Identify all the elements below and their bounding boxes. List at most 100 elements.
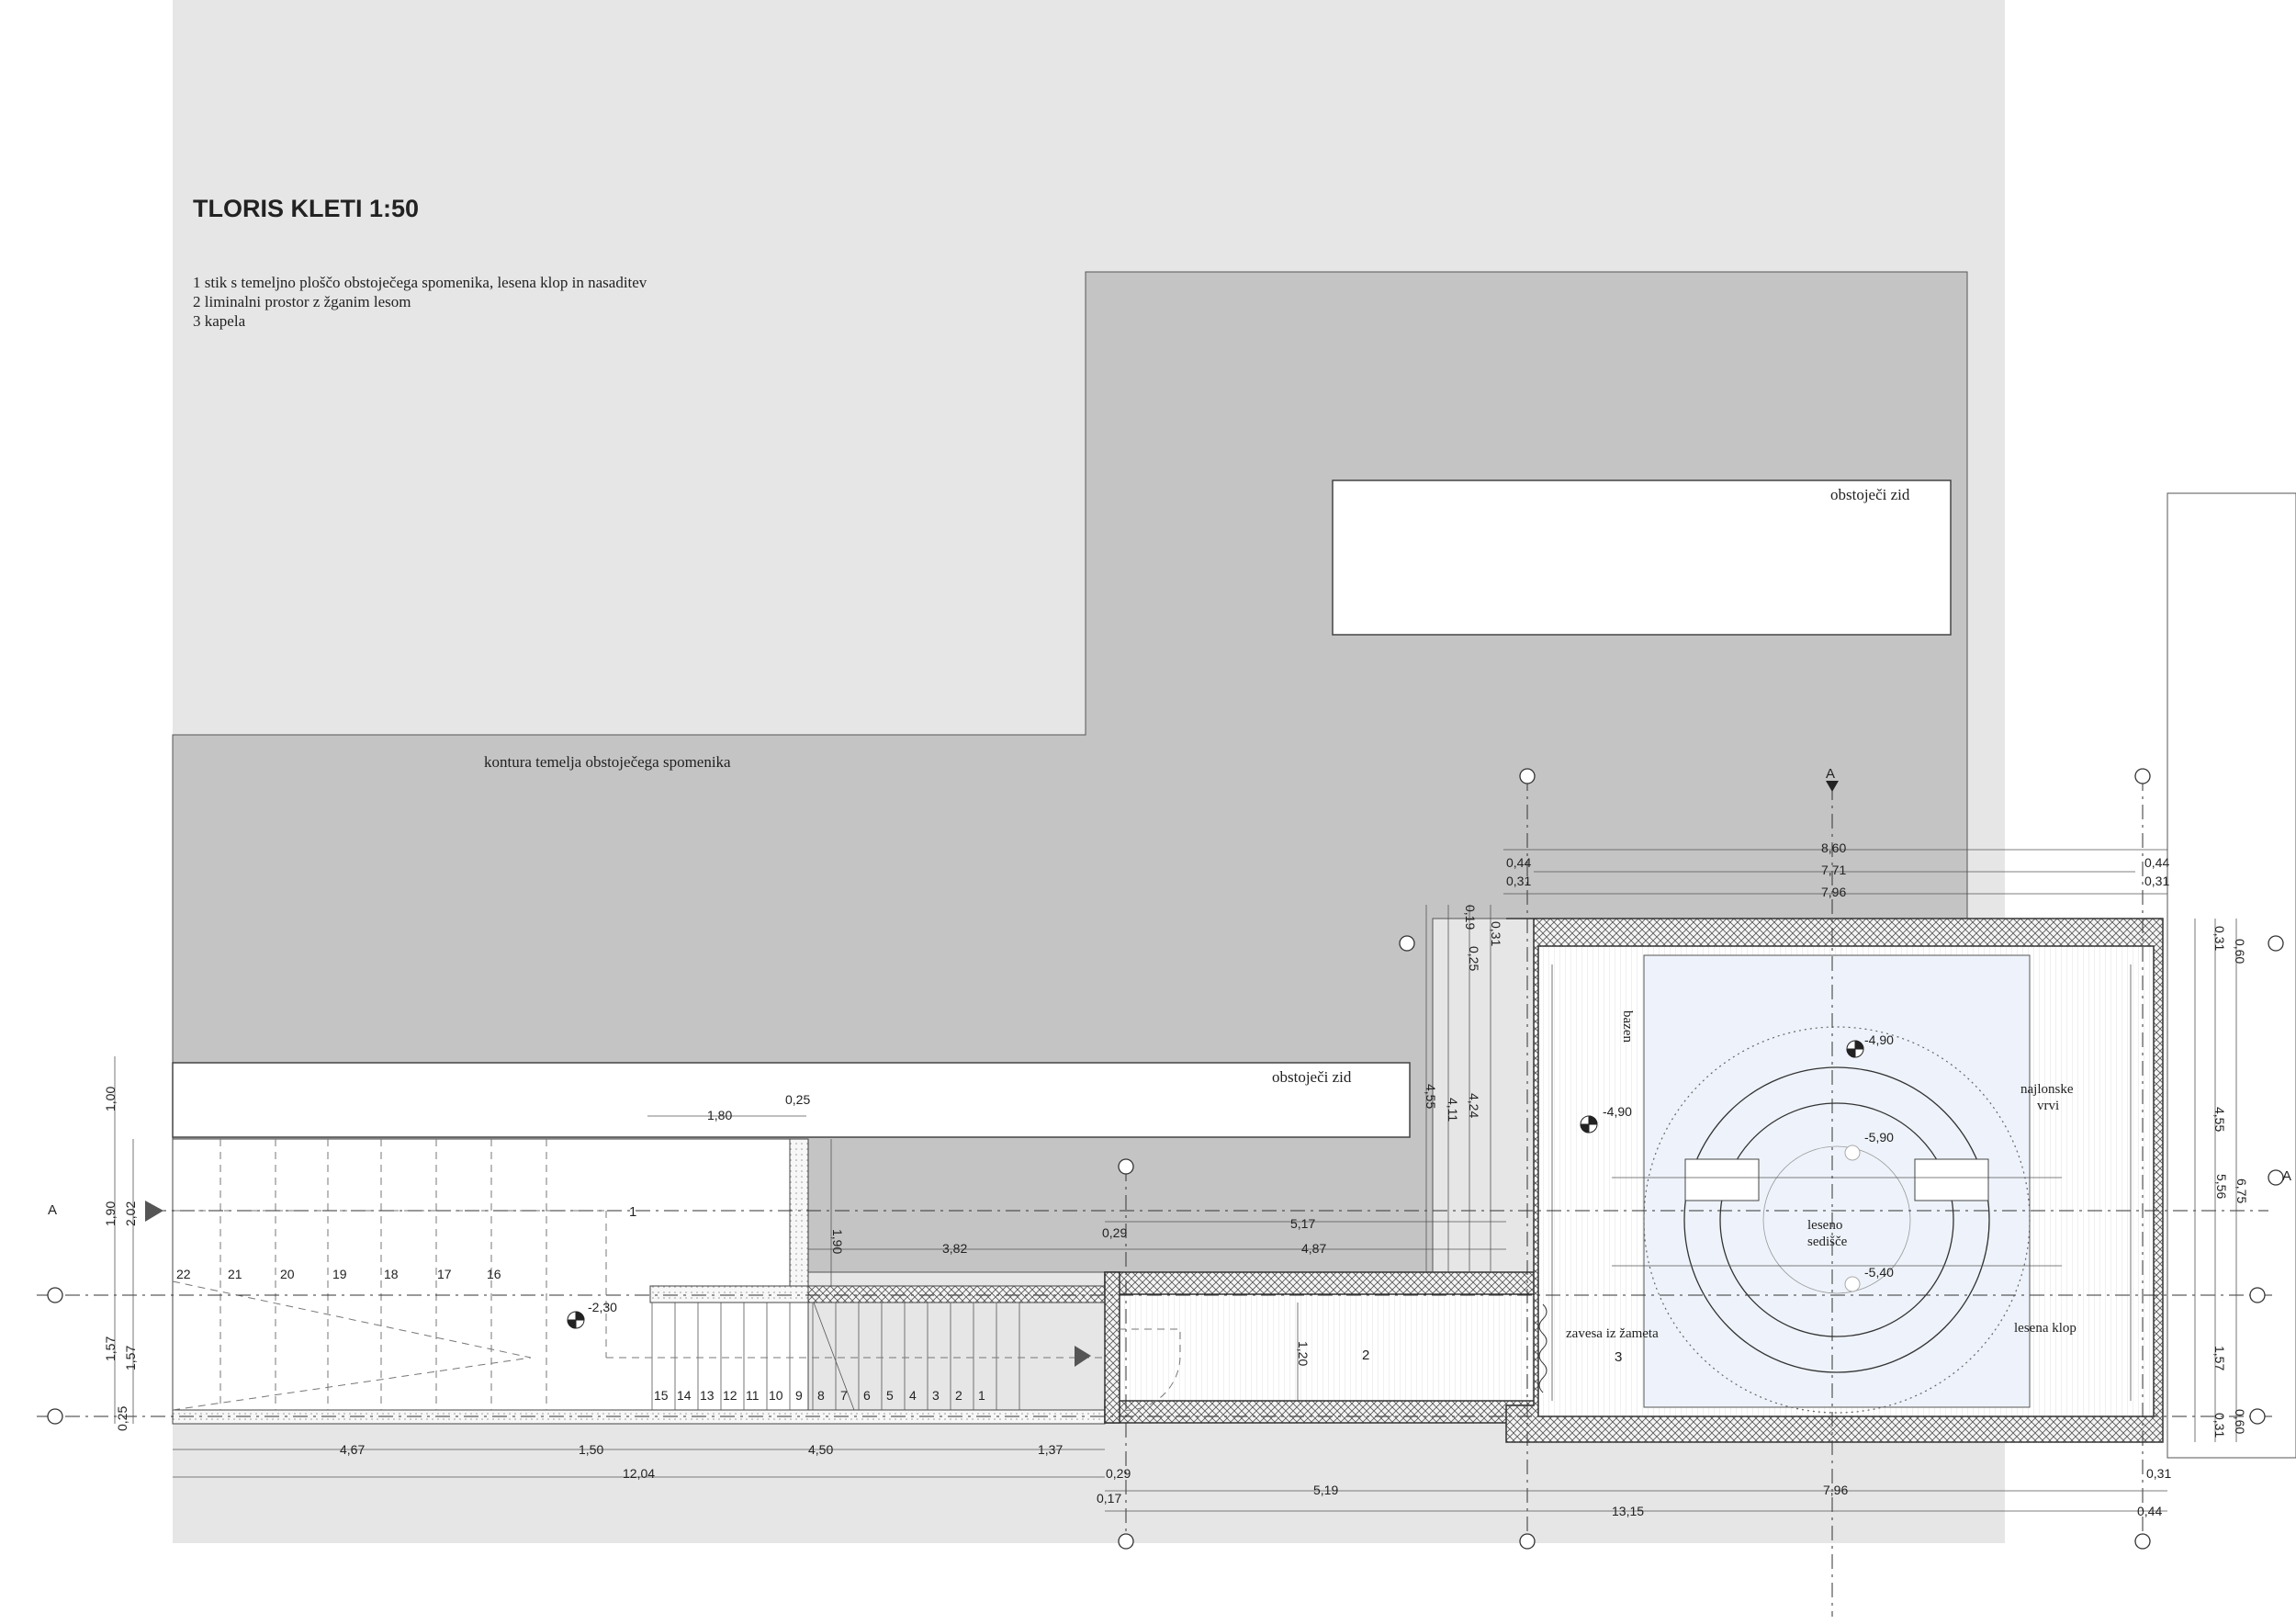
- dim-text: 0,25: [785, 1092, 810, 1107]
- label-existing-wall-left: obstoječi zid: [1272, 1068, 1352, 1086]
- dim-text: 4,50: [808, 1442, 833, 1457]
- stair-number: 2: [955, 1388, 962, 1403]
- label-foundation-contour: kontura temelja obstoječega spomenika: [484, 753, 731, 771]
- label-wooden-seat-1: leseno: [1807, 1218, 1842, 1233]
- level-center-bottom: -5,40: [1864, 1265, 1894, 1280]
- chapel-inner-lines: [1551, 964, 2132, 1401]
- label-existing-wall-top: obstoječi zid: [1830, 486, 1910, 503]
- dimension-lines: [114, 849, 2237, 1512]
- dim-text: 0,60: [2233, 939, 2247, 964]
- stair-number: 5: [886, 1388, 894, 1403]
- dim-text: 1,57: [103, 1336, 118, 1361]
- dim-text: 1,57: [123, 1346, 138, 1370]
- stair-number: 19: [332, 1267, 347, 1281]
- label-zone-1: 1: [629, 1204, 636, 1220]
- dim-text: 7,96: [1821, 885, 1846, 899]
- seat-steps-right: [1914, 1158, 1989, 1201]
- dim-text: 1,50: [579, 1442, 603, 1457]
- dim-text: 0,17: [1097, 1491, 1121, 1506]
- dim-text: 0,60: [2233, 1409, 2247, 1434]
- stair-number: 11: [746, 1388, 760, 1403]
- dim-text: 0,25: [1467, 946, 1481, 971]
- dim-text: 0,19: [1463, 905, 1478, 930]
- legend-item-1: 1 stik s temeljno ploščo obstoječega spo…: [193, 274, 647, 291]
- drawing-title: TLORIS KLETI 1:50: [193, 195, 419, 222]
- dim-text: 1,90: [830, 1229, 845, 1254]
- stair-number: 7: [840, 1388, 848, 1403]
- dim-text: 1,20: [1296, 1341, 1311, 1366]
- stair-number: 22: [176, 1267, 191, 1281]
- level-pool-left: -4,90: [1603, 1104, 1632, 1119]
- section-label-right: A: [2282, 1168, 2291, 1184]
- ramp-area: [172, 1138, 809, 1411]
- stair-number: 4: [909, 1388, 917, 1403]
- dimension-texts: 8,60 7,71 7,96 0,44 0,31 0,44 0,31 1,80 …: [340, 840, 2171, 1518]
- dim-text: 7,96: [1823, 1483, 1848, 1497]
- stair-number: 12: [723, 1388, 737, 1403]
- corridor-wall-top-2: [1104, 1271, 1537, 1295]
- level-center-top: -5,90: [1864, 1130, 1894, 1145]
- dim-text: 0,31: [2146, 1466, 2171, 1481]
- dim-text: 5,17: [1290, 1216, 1315, 1231]
- existing-wall-left: [172, 1062, 1411, 1138]
- level-pool-top: -4,90: [1864, 1032, 1894, 1047]
- stair-number: 8: [817, 1388, 825, 1403]
- existing-wall-top: [1332, 479, 1952, 636]
- dim-text: 0,29: [1102, 1225, 1127, 1240]
- section-label-top: A: [1826, 766, 1835, 782]
- corridor-wall-top: [807, 1285, 1106, 1303]
- dim-text: 3,82: [942, 1241, 967, 1256]
- stair-number: 16: [487, 1267, 501, 1281]
- level-stairs: -2,30: [588, 1300, 617, 1314]
- dim-text: 4,11: [1446, 1098, 1460, 1122]
- section-arrow-top: [1826, 781, 1839, 792]
- stair-number: 18: [384, 1267, 399, 1281]
- label-pool: bazen: [1620, 1010, 1635, 1043]
- site-right-strip: [2167, 492, 2296, 1459]
- dim-text: 4,87: [1301, 1241, 1326, 1256]
- dim-text: 4,67: [340, 1442, 365, 1457]
- dim-text: 1,57: [2212, 1346, 2227, 1370]
- dim-text: 0,31: [1506, 874, 1531, 888]
- dim-text: 0,44: [2144, 855, 2169, 870]
- stair-number: 13: [700, 1388, 715, 1403]
- section-arrow-mid: [1075, 1346, 1091, 1367]
- dim-text: 13,15: [1612, 1504, 1644, 1518]
- dim-text: 0,31: [1489, 921, 1503, 946]
- dim-text: 4,24: [1467, 1093, 1481, 1118]
- ramp-dashed-lines: [172, 1139, 1105, 1411]
- dim-text: 0,31: [2212, 1413, 2227, 1438]
- stair-number: 6: [863, 1388, 871, 1403]
- dim-text: 4,55: [2212, 1107, 2227, 1132]
- stair-wall-segment: [789, 1138, 809, 1287]
- section-label-left: A: [48, 1202, 57, 1218]
- dim-text: 5,56: [2214, 1174, 2229, 1199]
- stair-number: 17: [437, 1267, 452, 1281]
- label-curtain: zavesa iz žameta: [1566, 1326, 1659, 1341]
- stair-upper-strip: [649, 1285, 809, 1303]
- seat-steps-left: [1684, 1158, 1760, 1201]
- dim-text: 0,29: [1106, 1466, 1131, 1481]
- curtain: [1538, 1303, 1548, 1393]
- section-arrow-left: [145, 1201, 163, 1222]
- stair-treads: [651, 1303, 1020, 1410]
- dim-text: 1,00: [103, 1087, 118, 1111]
- dim-text: 8,60: [1821, 840, 1846, 855]
- dim-text: 0,44: [1506, 855, 1531, 870]
- dim-text: 1,37: [1038, 1442, 1063, 1457]
- grid-axes: [37, 776, 2278, 1617]
- label-wooden-bench: lesena klop: [2014, 1321, 2077, 1336]
- dim-text: 0,31: [2144, 874, 2169, 888]
- stair-number: 1: [978, 1388, 985, 1403]
- label-nylon-ropes-2: vrvi: [2037, 1099, 2059, 1113]
- stair-numbers: 22 21 20 19 18 17 16 15 14 13 12 11 10 9…: [176, 1267, 985, 1403]
- vertical-dimension-texts: 1,00 1,90 2,02 1,57 1,57 0,25 1,90 1,20 …: [103, 905, 2249, 1438]
- stair-number: 20: [280, 1267, 295, 1281]
- dim-text: 4,55: [1424, 1084, 1438, 1109]
- dim-text: 7,71: [1821, 863, 1846, 877]
- stair-number: 3: [932, 1388, 940, 1403]
- stair-number: 10: [769, 1388, 783, 1403]
- dim-text: 0,25: [115, 1406, 129, 1431]
- label-zone-2: 2: [1362, 1348, 1369, 1363]
